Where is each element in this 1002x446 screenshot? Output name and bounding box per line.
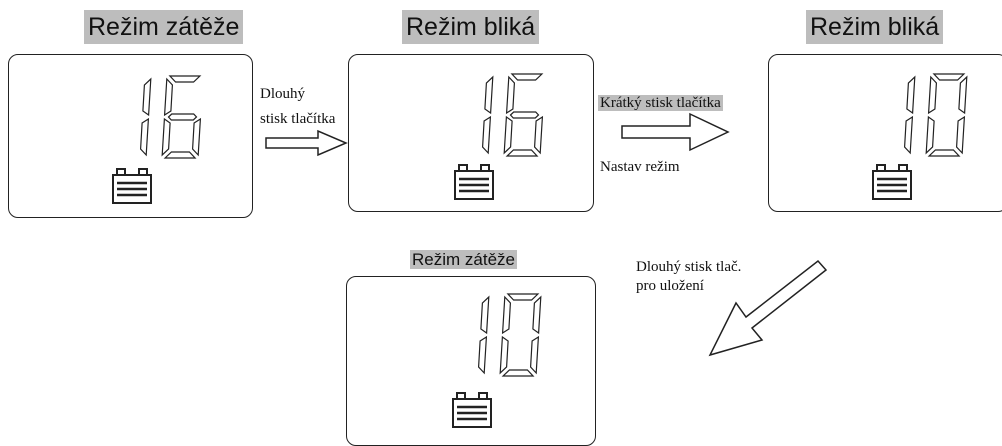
lcd-digits-1 (110, 75, 203, 159)
digit-segment-d (505, 149, 539, 157)
digit-segment-g (455, 332, 483, 338)
digit-segment-b (537, 77, 545, 113)
digit-segment-f (927, 75, 938, 115)
arrow-1-label-line1: Dlouhý (260, 86, 305, 102)
digit-segment-f (501, 295, 512, 335)
battery-icon (872, 164, 912, 200)
digit-segment-c (481, 115, 492, 155)
digit-segment-c (191, 117, 202, 157)
digit-segment-d (501, 369, 535, 377)
digit-segment-g (933, 112, 961, 118)
digit-segment-a (506, 293, 540, 301)
battery-icon (454, 164, 494, 200)
digit-segment-d (927, 149, 961, 157)
digit-segment-e (925, 115, 935, 155)
digit-segment-g (881, 112, 909, 118)
lcd-screen-1 (8, 54, 253, 218)
digit-segment-c (533, 115, 544, 155)
digit-segment-f (505, 75, 516, 115)
digit-segment-c (955, 115, 966, 155)
digit-segment-d (451, 370, 481, 376)
digit-segment-d (877, 150, 907, 156)
digit-segment-a (460, 74, 490, 80)
digit-segment-g (509, 111, 540, 119)
digit-segment-b (480, 295, 490, 335)
arrow-2-label-top: Krátký stisk tlačítka (598, 95, 723, 111)
digit-segment-b (195, 79, 203, 115)
digit-segment-g (507, 332, 535, 338)
digit-segment-f (163, 77, 174, 117)
arrow-2-label-bottom: Nastav režim (600, 159, 680, 175)
digit-segment-a (456, 294, 486, 300)
digit-segment-e (110, 119, 118, 155)
digit-segment-b (906, 75, 916, 115)
right-arrow-icon (621, 112, 730, 152)
screen-4-title: Režim zátěže (410, 250, 517, 269)
digit-segment-c (529, 335, 540, 375)
digit-segment-b (484, 75, 494, 115)
digit-segment-a (168, 75, 202, 83)
battery-icon (452, 392, 492, 428)
digit-segment-f (451, 297, 459, 333)
digit-segment-e (448, 337, 456, 373)
digit-segment-a (932, 73, 966, 81)
lcd-digits-3 (874, 73, 968, 157)
digit-segment-d (455, 150, 485, 156)
lcd-screen-3 (768, 54, 1002, 212)
digit-segment-a (882, 74, 912, 80)
digit-segment-g (167, 113, 198, 121)
digit-segment-b (532, 295, 542, 335)
battery-icon (112, 168, 152, 204)
digit-segment-e (452, 117, 460, 153)
digit-segment-e (503, 115, 513, 155)
arrow-1-label-line2: stisk tlačítka (260, 111, 336, 127)
digit-segment-f (877, 77, 885, 113)
lcd-screen-2 (348, 54, 594, 212)
digit-segment-g (117, 114, 145, 120)
digit-segment-b (958, 75, 968, 115)
screen-3-title: Režim bliká (806, 10, 944, 44)
lcd-screen-4 (346, 276, 596, 446)
digit-segment-f (455, 77, 463, 113)
digit-segment-d (113, 152, 143, 158)
digit-segment-d (163, 151, 197, 159)
screen-1-title: Režim zátěže (84, 10, 244, 44)
digit-segment-b (142, 77, 152, 117)
digit-segment-g (459, 112, 487, 118)
right-arrow-icon (265, 129, 348, 157)
digit-segment-a (510, 73, 544, 81)
digit-segment-c (477, 335, 488, 375)
digit-segment-c (139, 117, 150, 157)
screen-2-title: Režim bliká (402, 10, 540, 44)
lcd-digits-4 (448, 293, 542, 377)
digit-segment-f (113, 79, 121, 115)
down-left-arrow-icon (708, 259, 828, 357)
arrow-3-label-line2: pro uložení (636, 278, 704, 294)
digit-segment-c (903, 115, 914, 155)
lcd-digits-2 (452, 73, 545, 157)
digit-segment-e (874, 117, 882, 153)
digit-segment-e (499, 335, 509, 375)
arrow-3-label-line1: Dlouhý stisk tlač. (636, 259, 742, 275)
digit-segment-a (118, 76, 148, 82)
digit-segment-e (161, 117, 171, 157)
